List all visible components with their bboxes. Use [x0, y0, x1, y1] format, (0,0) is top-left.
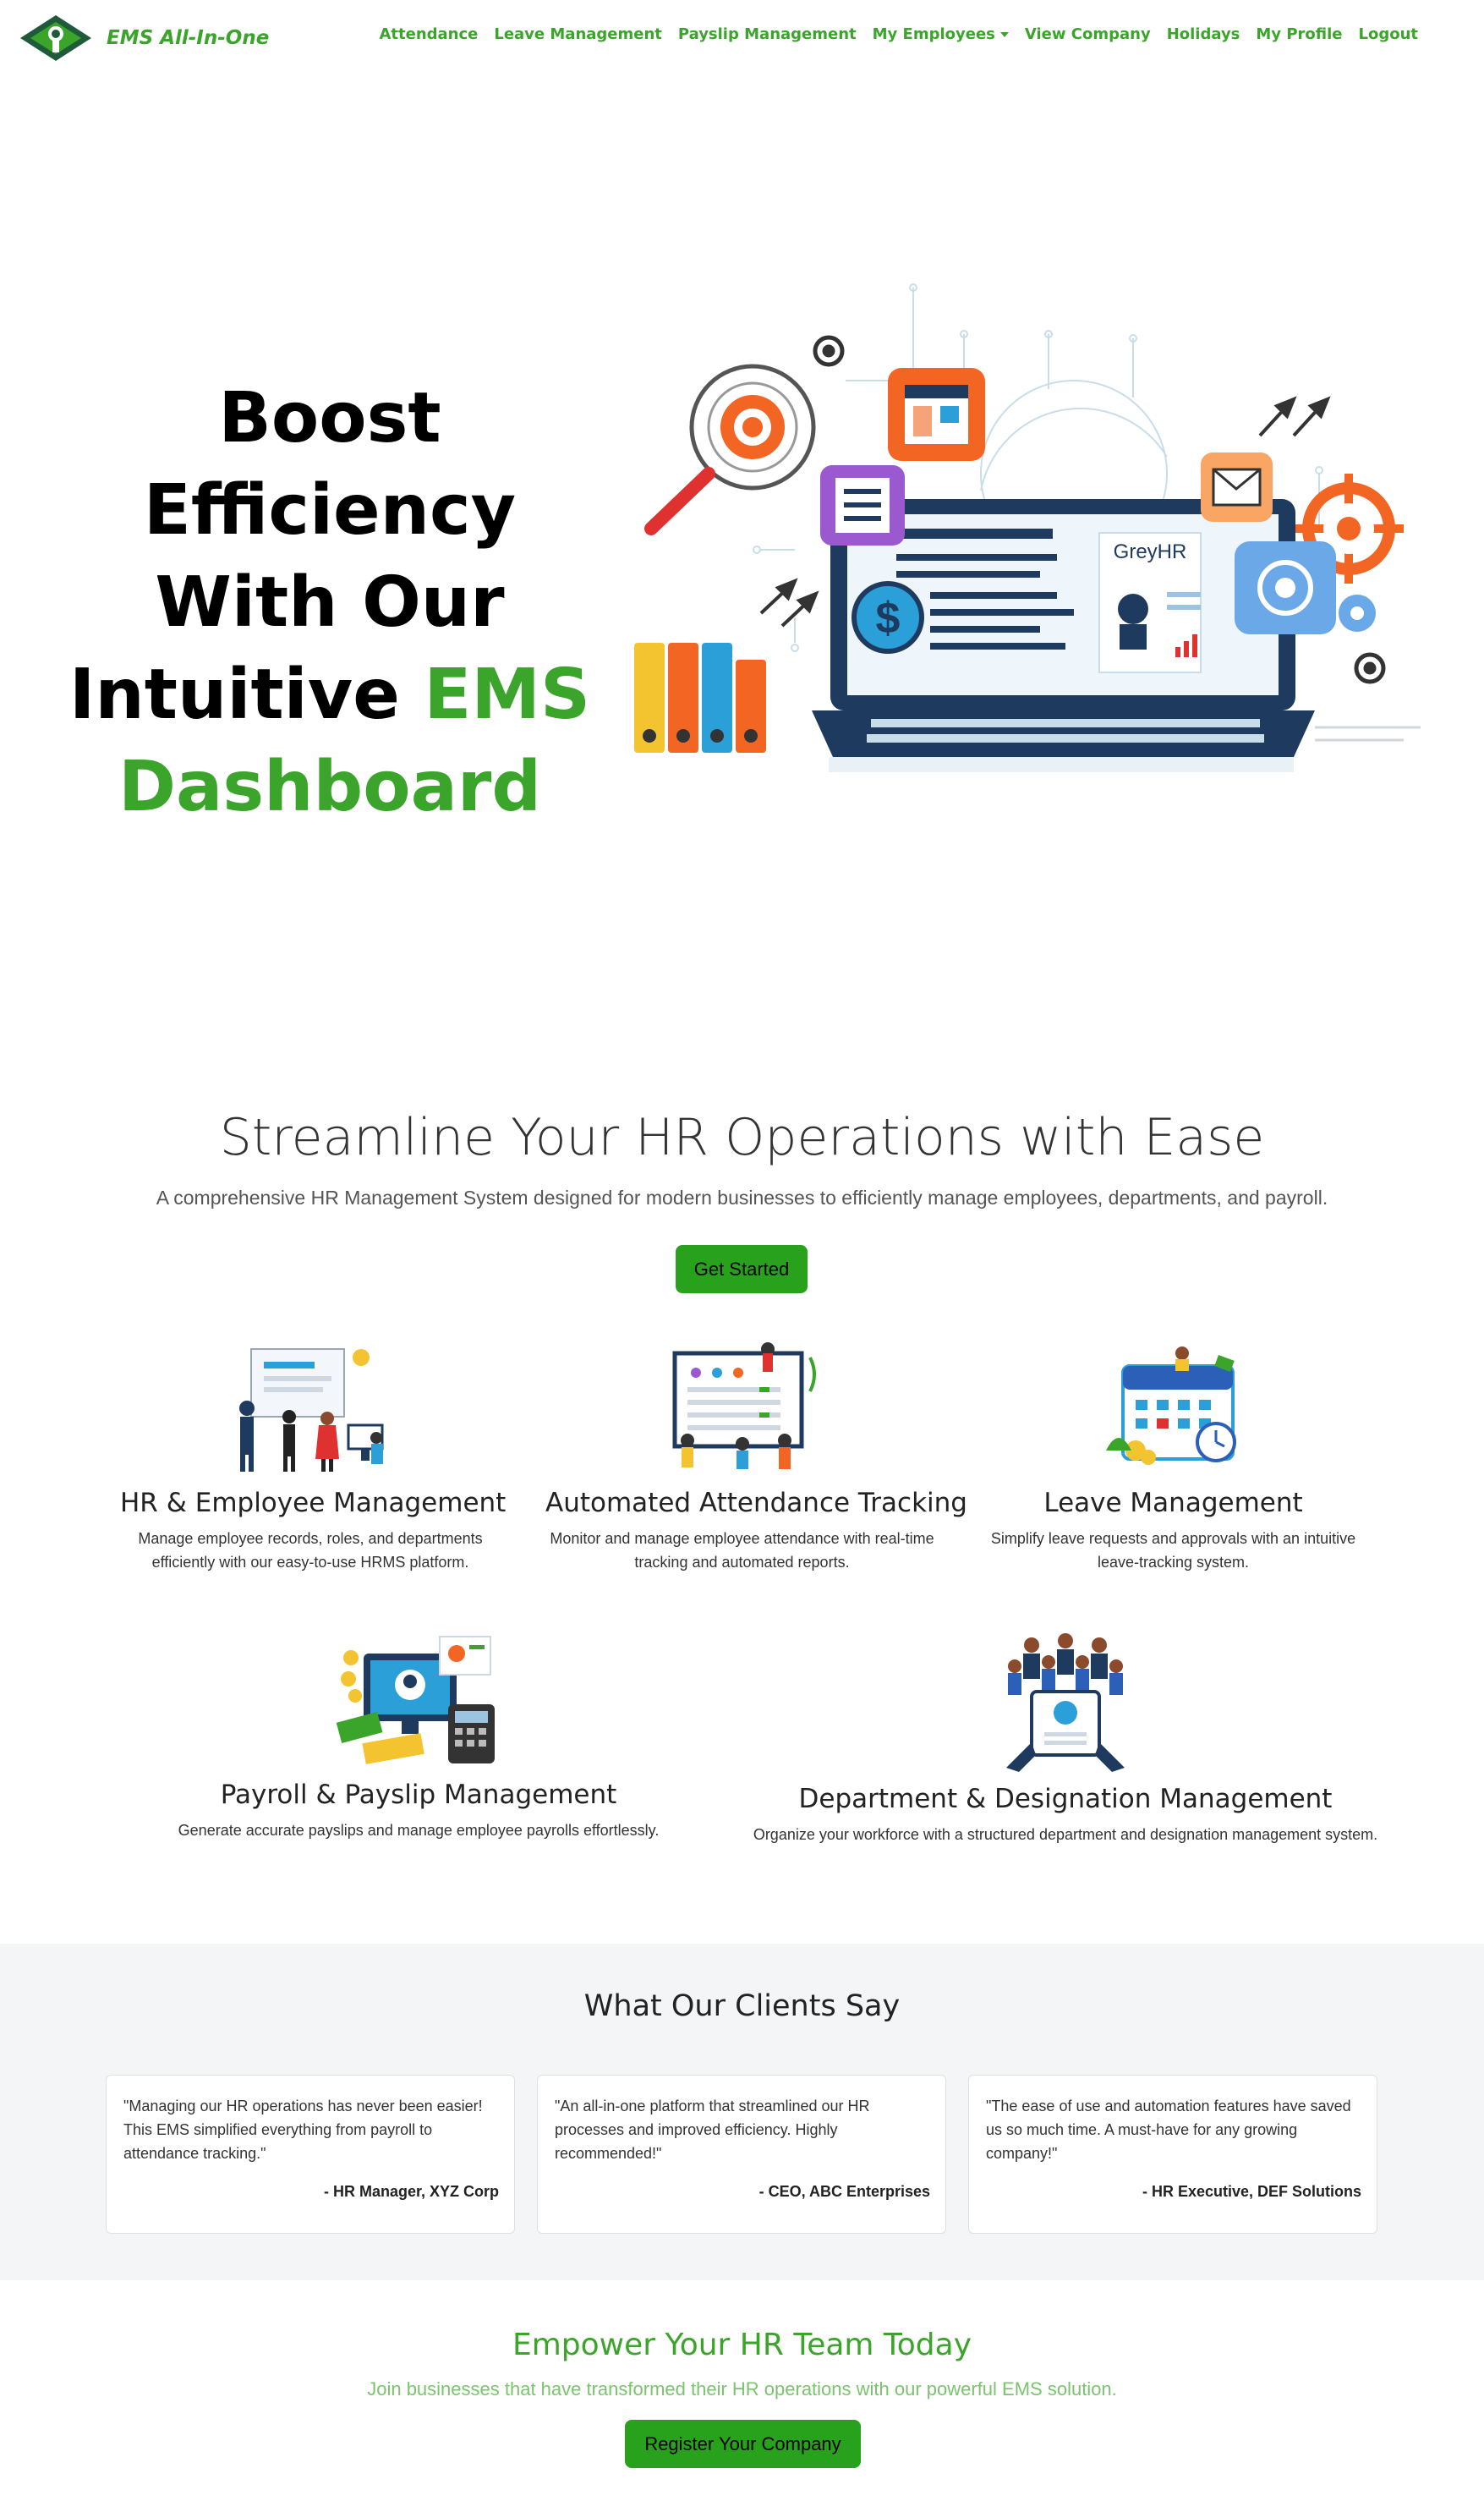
feature-title: Department & Designation Management [798, 1784, 1333, 1814]
register-company-button[interactable]: Register Your Company [625, 2420, 861, 2468]
hero-title-line3: Intuitive EMS [34, 649, 626, 741]
brand-name: EMS All-In-One [107, 27, 270, 49]
feature-desc: Simplify leave requests and approvals wi… [990, 1530, 1356, 1571]
testimonial-quote: "An all-in-one platform that streamlined… [555, 2098, 870, 2162]
nav-holidays[interactable]: Holidays [1166, 25, 1240, 43]
folders-icon [634, 643, 766, 753]
testimonial-card: "An all-in-one platform that streamlined… [537, 2075, 946, 2234]
attendance-board-icon [672, 1342, 816, 1469]
testimonials-heading: What Our Clients Say [583, 1989, 901, 2023]
feature-desc: Generate accurate payslips and manage em… [178, 1822, 660, 1839]
testimonial-quote: "Managing our HR operations has never be… [123, 2098, 483, 2162]
calendar-icon [888, 368, 985, 461]
nav-my-employees-label: My Employees [872, 25, 995, 43]
orange-target-icon [1294, 474, 1404, 584]
hero-title-line4: Dashboard [118, 747, 542, 827]
dollar-icon: $ [852, 581, 924, 654]
testimonial-card: "The ease of use and automation features… [968, 2075, 1377, 2234]
nav-view-company[interactable]: View Company [1024, 25, 1151, 43]
nav-payslip-management[interactable]: Payslip Management [677, 25, 857, 43]
nav-my-profile[interactable]: My Profile [1256, 25, 1343, 43]
target-icon [644, 364, 816, 535]
feature-leave-management: Leave Management Simplify leave requests… [981, 1341, 1366, 1574]
brand[interactable]: EMS All-In-One [17, 12, 269, 64]
department-people-icon [1006, 1633, 1125, 1772]
chevron-down-icon [999, 32, 1009, 37]
hero-title-line2: With Our [155, 562, 505, 643]
get-started-button[interactable]: Get Started [676, 1245, 808, 1293]
hero-title-line3-plain: Intuitive [68, 655, 400, 735]
cta-subtitle: Join businesses that have transformed th… [367, 2378, 1117, 2400]
nav-logout[interactable]: Logout [1358, 25, 1418, 43]
testimonial-author: - CEO, ABC Enterprises [758, 2183, 930, 2200]
payroll-computer-icon [336, 1636, 495, 1764]
feature-hr-employee-management: HR & Employee Management Manage employee… [120, 1341, 507, 1574]
feature-desc: Monitor and manage employee attendance w… [550, 1530, 934, 1571]
checklist-icon [820, 465, 905, 546]
nav-my-employees-dropdown[interactable]: My Employees [873, 25, 1009, 43]
feature-title: Automated Attendance Tracking [545, 1488, 967, 1518]
settings-icon [1235, 541, 1376, 634]
feature-desc: Manage employee records, roles, and depa… [138, 1530, 483, 1571]
nav-leave-management[interactable]: Leave Management [494, 25, 662, 43]
svg-text:$: $ [876, 594, 901, 643]
hero-title: Boost Efficiency With Our Intuitive EMS … [34, 372, 626, 833]
testimonial-quote: "The ease of use and automation features… [986, 2098, 1351, 2162]
team-presentation-icon [239, 1348, 384, 1472]
hero-title-line1: Boost Efficiency [143, 378, 517, 551]
feature-desc: Organize your workforce with a structure… [753, 1826, 1378, 1843]
feature-title: Leave Management [1043, 1488, 1303, 1518]
feature-title: HR & Employee Management [120, 1488, 507, 1518]
intro-title: Streamline Your HR Operations with Ease [219, 1108, 1265, 1167]
cta-title: Empower Your HR Team Today [512, 2328, 972, 2362]
feature-department-designation: Department & Designation Management Orga… [744, 1632, 1387, 1846]
feature-payroll-payslip: Payroll & Payslip Management Generate ac… [169, 1632, 668, 1842]
feature-title: Payroll & Payslip Management [220, 1780, 617, 1810]
leave-calendar-icon [1105, 1346, 1236, 1465]
navbar: EMS All-In-One Attendance Leave Manageme… [0, 0, 1484, 78]
feature-automated-attendance: Automated Attendance Tracking Monitor an… [545, 1341, 967, 1574]
hero-title-line3-accent: EMS [424, 655, 591, 735]
nav-attendance[interactable]: Attendance [379, 25, 479, 43]
nav-links: Attendance Leave Management Payslip Mana… [379, 25, 1418, 43]
testimonial-author: - HR Executive, DEF Solutions [1142, 2183, 1361, 2200]
intro-subtitle: A comprehensive HR Management System des… [156, 1187, 1328, 1209]
ems-logo-icon [20, 15, 91, 61]
mail-icon [1201, 452, 1273, 522]
illustration-label: GreyHR [1114, 540, 1187, 563]
testimonial-author: - HR Manager, XYZ Corp [323, 2183, 499, 2200]
hero-illustration: GreyHR $ [634, 283, 1421, 772]
testimonial-card: "Managing our HR operations has never be… [106, 2075, 515, 2234]
